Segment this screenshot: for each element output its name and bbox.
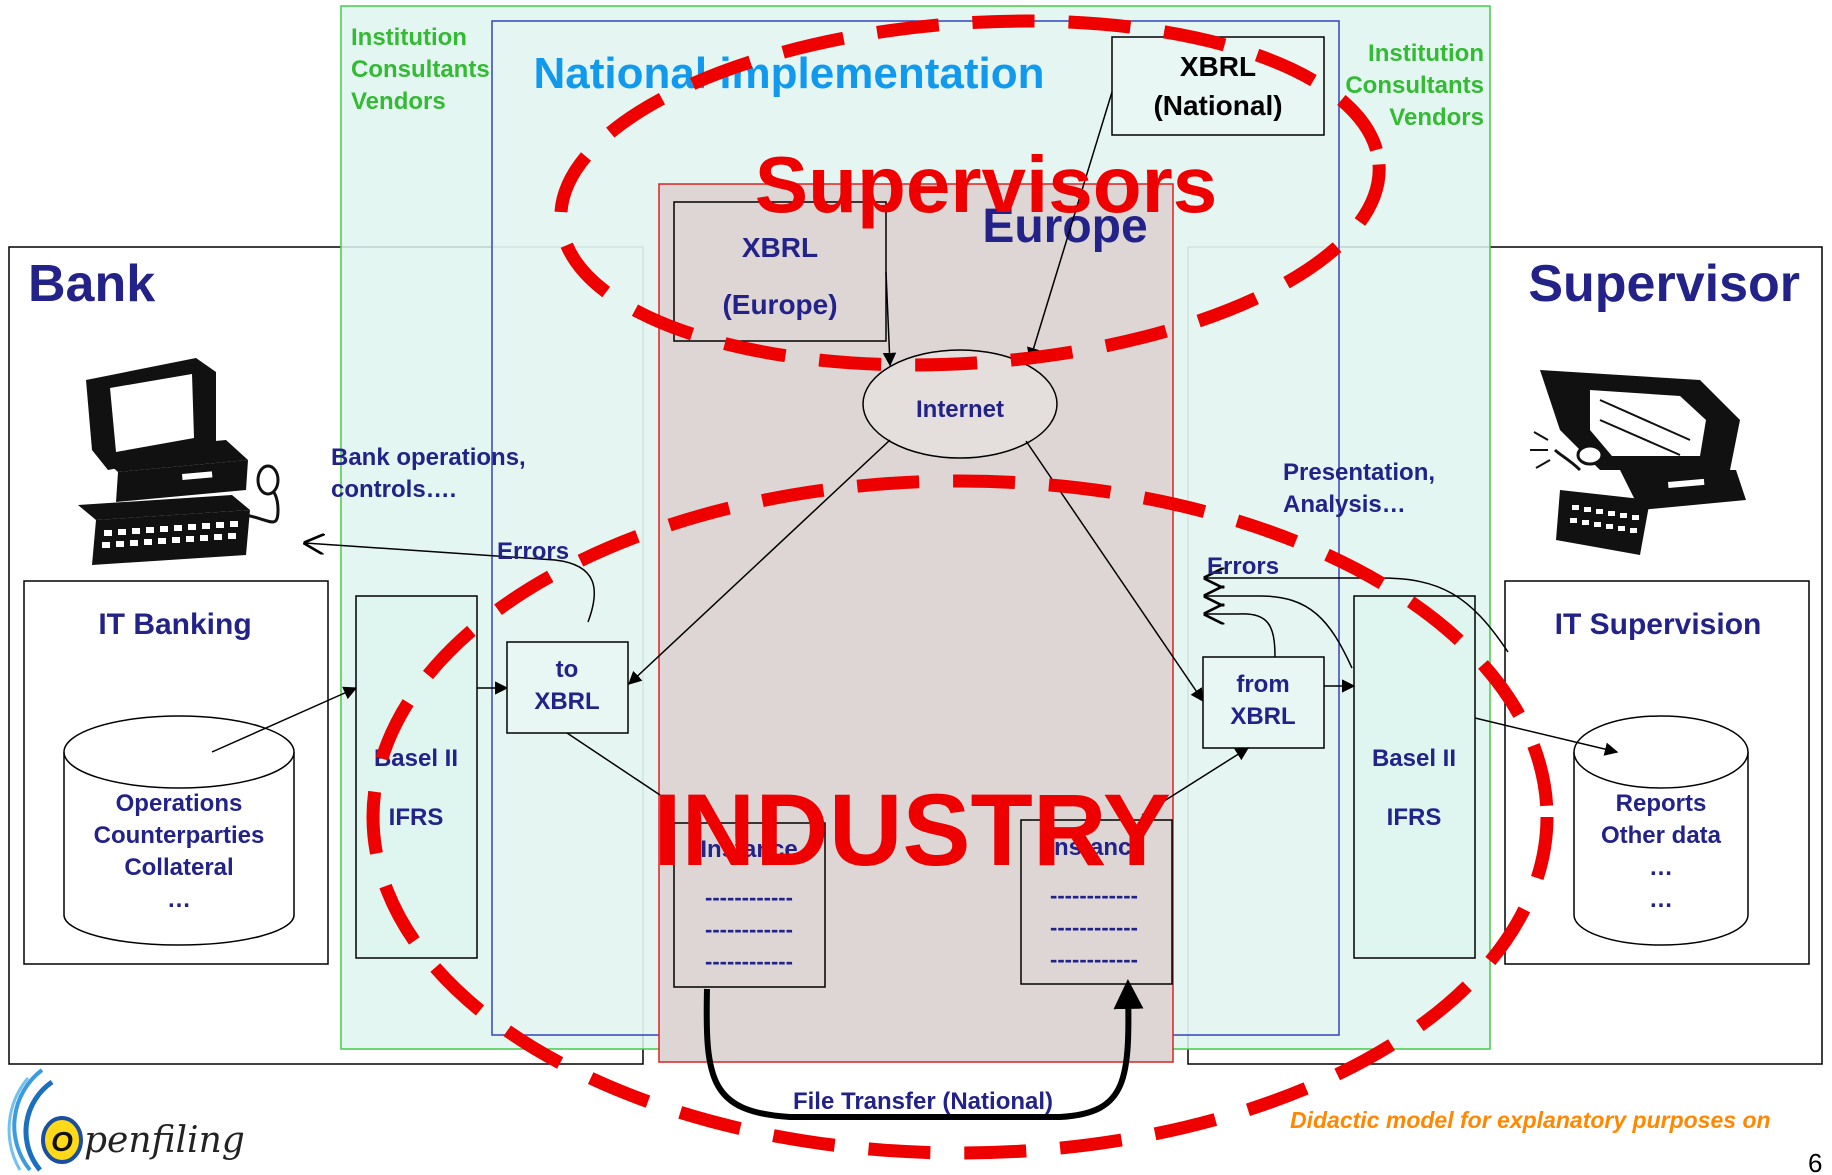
supervisor-computer-icon — [1530, 370, 1746, 555]
db-item: … — [1649, 854, 1673, 881]
bank-errors-label: Errors — [497, 538, 569, 565]
stakeholder-label: Consultants — [1345, 72, 1484, 99]
supervisor-presentation-note-line1: Presentation, — [1283, 459, 1435, 486]
supervisor-instance-title: Instance — [1047, 834, 1144, 861]
openfiling-logo: O penfiling — [7, 1068, 245, 1172]
logo-text: penfiling — [84, 1120, 245, 1161]
basel-to-db-arrow — [1474, 717, 1619, 756]
footer-note: Didactic model for explanatory purposes … — [1290, 1107, 1771, 1133]
internet-node — [862, 349, 1058, 459]
xbrl-europe-line2: (Europe) — [722, 289, 837, 320]
it-supervision-title: IT Supervision — [1555, 608, 1762, 641]
db-item: Reports — [1616, 790, 1707, 817]
xbrl-europe-to-internet-arrow — [882, 271, 897, 367]
page-number: 6 — [1808, 1148, 1822, 1175]
supervisor-title: Supervisor — [1528, 255, 1800, 313]
supervisor-instance-line: ------------ — [1050, 883, 1138, 908]
supervisor-errors-arrow — [1205, 614, 1276, 658]
supervisor-instance-box — [1020, 819, 1173, 985]
bank-ifrs-label: IFRS — [389, 804, 444, 831]
bank-database-cylinder — [63, 715, 295, 946]
supervisor-errors-arrow — [1205, 596, 1353, 669]
to-xbrl-box — [506, 641, 629, 734]
left-stakeholders: Institution Consultants Vendors — [351, 24, 490, 115]
xbrl-europe-box — [673, 201, 887, 342]
toxbrl-to-instance-line — [566, 732, 661, 796]
db-item: … — [1649, 886, 1673, 913]
supervisors-dashed-ellipse — [554, 14, 1386, 372]
db-item: Operations — [116, 790, 243, 817]
from-xbrl-line2: XBRL — [1230, 703, 1295, 730]
supervisors-label: Supervisors — [755, 140, 1217, 229]
stakeholder-label: Institution — [1368, 40, 1484, 67]
it-banking-title: IT Banking — [98, 608, 251, 641]
bank-basel-box — [355, 595, 478, 959]
bank-title: Bank — [28, 255, 155, 313]
supervisor-instance-line: ------------ — [1050, 947, 1138, 972]
bank-instance-line: ------------ — [705, 949, 793, 974]
supervisor-basel-box — [1353, 595, 1476, 959]
bank-operations-note-line1: Bank operations, — [331, 444, 526, 471]
from-xbrl-line1: from — [1236, 671, 1289, 698]
file-transfer-arrow — [703, 979, 1144, 1120]
stakeholder-label: Vendors — [1389, 104, 1484, 131]
bank-computer-icon — [78, 358, 280, 565]
logo-letter: O — [51, 1126, 73, 1157]
supervisor-errors-arrow — [1205, 578, 1509, 653]
db-item: … — [167, 886, 191, 913]
industry-label: INDUSTRY — [653, 773, 1171, 887]
internet-label: Internet — [916, 396, 1004, 423]
supervisor-basel-label: Basel II — [1372, 745, 1456, 772]
industry-dashed-ellipse — [366, 474, 1554, 1160]
stakeholder-label: Institution — [351, 24, 467, 51]
bank-instance-line: ------------ — [705, 917, 793, 942]
bank-instance-box — [673, 822, 826, 988]
from-xbrl-box — [1202, 656, 1325, 749]
supervisor-ifrs-label: IFRS — [1387, 804, 1442, 831]
bank-errors-arrow — [305, 543, 595, 623]
xbrl-national-line1: XBRL — [1180, 51, 1256, 82]
db-item: Counterparties — [94, 822, 265, 849]
stakeholder-label: Vendors — [351, 88, 446, 115]
supervisor-database-cylinder — [1573, 715, 1749, 946]
db-item: Collateral — [124, 854, 233, 881]
db-to-basel-arrow — [211, 686, 358, 753]
to-xbrl-line1: to — [556, 656, 579, 683]
bank-instance-line: ------------ — [705, 885, 793, 910]
right-stakeholders: Institution Consultants Vendors — [1345, 40, 1484, 131]
xbrl-national-to-internet-arrow — [1027, 91, 1113, 362]
internet-to-toxbrl-arrow — [628, 439, 891, 685]
supervisor-instance-line: ------------ — [1050, 915, 1138, 940]
stakeholder-label: Consultants — [351, 56, 490, 83]
xbrl-national-line2: (National) — [1153, 90, 1282, 121]
db-item: Other data — [1601, 822, 1722, 849]
supervisor-errors-label: Errors — [1207, 553, 1279, 580]
supervisor-presentation-note-line2: Analysis… — [1283, 491, 1406, 518]
xbrl-national-box — [1111, 36, 1325, 136]
xbrl-europe-line1: XBRL — [742, 232, 818, 263]
instance-to-fromxbrl-arrow — [1141, 747, 1250, 816]
bank-instance-title: Instance — [700, 836, 797, 863]
bank-operations-note-line2: controls…. — [331, 476, 456, 503]
file-transfer-label: File Transfer (National) — [793, 1088, 1053, 1115]
to-xbrl-line2: XBRL — [534, 688, 599, 715]
